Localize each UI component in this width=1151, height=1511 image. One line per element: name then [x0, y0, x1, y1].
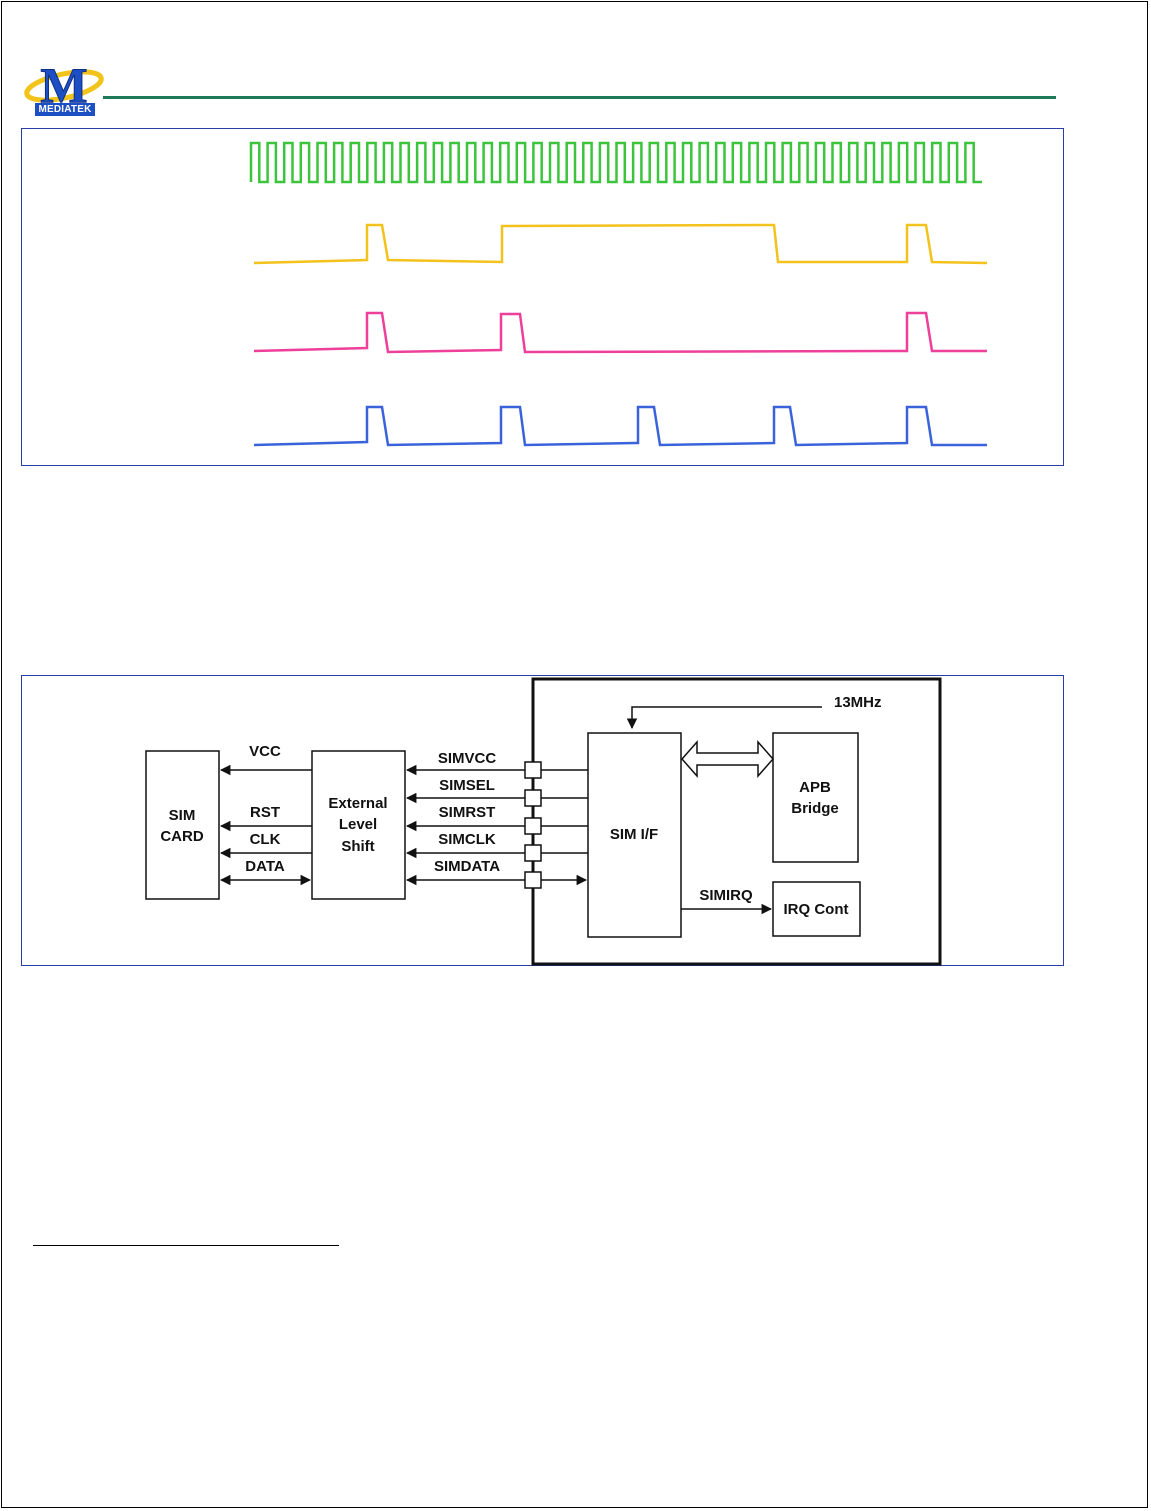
pad-simrst: [524, 817, 542, 835]
clock-source-line: [626, 706, 822, 730]
simrst-label: SIMRST: [439, 804, 496, 821]
vcc-label: VCC: [249, 743, 281, 760]
level-shift-label-2: Level: [339, 816, 377, 833]
pad-simdata: [524, 871, 542, 889]
simdata-label: SIMDATA: [434, 858, 500, 875]
logo-label: MEDIATEK: [35, 103, 95, 116]
apb-bridge-label-2: Bridge: [791, 800, 839, 817]
rst-label: RST: [250, 804, 280, 821]
data-label: DATA: [245, 858, 285, 875]
timing-diagram-svg: [249, 141, 988, 447]
sim-card-block: [145, 750, 220, 900]
blue-waveform: [253, 405, 987, 447]
sim-card-label-1: SIM: [169, 807, 196, 824]
footnote-rule: [33, 1245, 339, 1246]
header-rule: [103, 96, 1056, 99]
block-diagram-svg: SIM CARD External Level Shift VCC RST CL…: [145, 677, 942, 966]
yellow-waveform: [253, 223, 988, 265]
apb-bridge-label-1: APB: [799, 779, 831, 796]
timing-diagram: [21, 128, 1064, 466]
sim-card-label-2: CARD: [160, 828, 203, 845]
pink-waveform: [253, 311, 987, 354]
clk-label: CLK: [250, 831, 281, 848]
sim-interface-block-diagram: SIM CARD External Level Shift VCC RST CL…: [21, 675, 1064, 966]
pad-simclk: [524, 844, 542, 862]
level-shift-label-3: Shift: [341, 838, 374, 855]
level-shift-block: [311, 750, 406, 900]
pad-simsel: [524, 789, 542, 807]
clock-waveform: [249, 141, 982, 184]
bus-double-arrow: [680, 740, 775, 778]
sim-if-label: SIM I/F: [610, 826, 658, 843]
irq-cont-label: IRQ Cont: [784, 901, 849, 918]
simvcc-label: SIMVCC: [438, 750, 497, 767]
clock-source-label: 13MHz: [834, 694, 882, 711]
sim-if-block: [587, 732, 682, 938]
simirq-label: SIMIRQ: [699, 887, 753, 904]
simclk-label: SIMCLK: [438, 831, 496, 848]
level-shift-label-1: External: [328, 795, 387, 812]
apb-bridge-block: [772, 732, 859, 863]
irq-cont-block: [772, 881, 861, 937]
pad-simvcc: [524, 761, 542, 779]
simsel-label: SIMSEL: [439, 777, 495, 794]
